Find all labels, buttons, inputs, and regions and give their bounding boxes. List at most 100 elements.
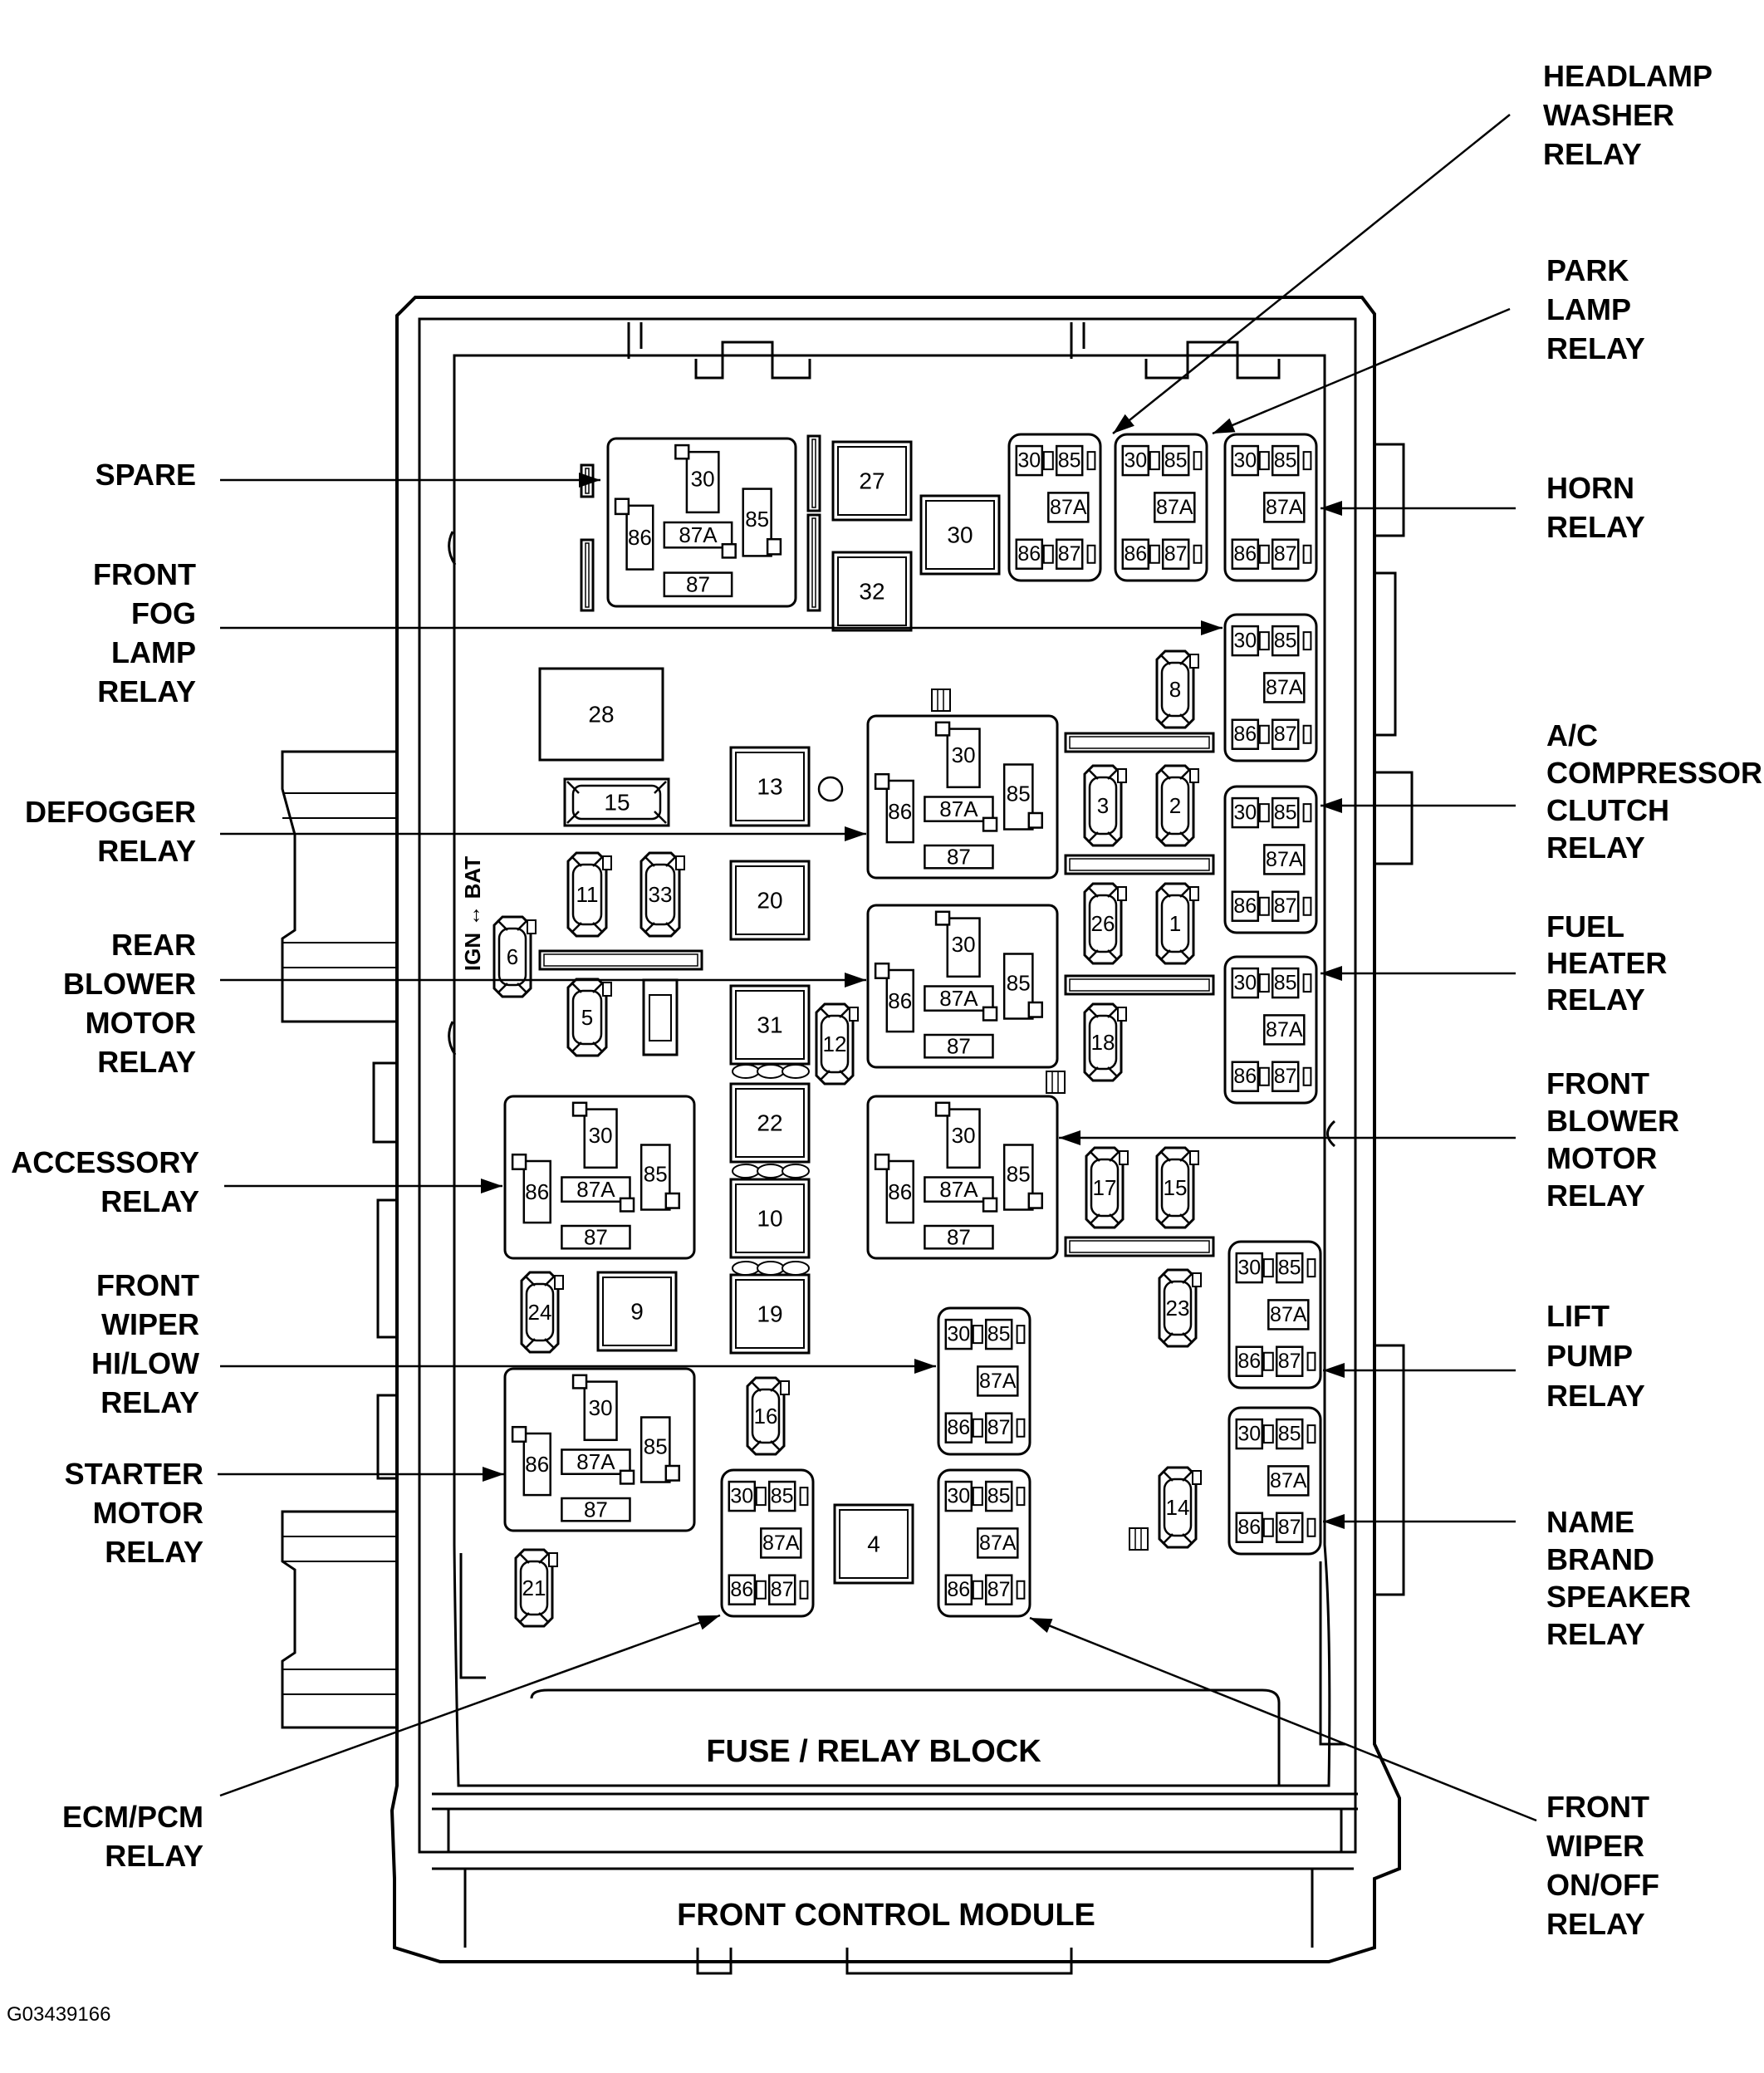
relay-terminal: 30 <box>947 1323 970 1346</box>
relay-terminal: 86 <box>1233 723 1257 746</box>
mini-fuse-15b[interactable]: 15 <box>1155 1146 1199 1229</box>
fuse-10[interactable]: 10 <box>729 1178 811 1259</box>
relay-terminal: 30 <box>1237 1423 1261 1446</box>
relay-terminal: 85 <box>1274 449 1297 473</box>
fuse-20[interactable]: 20 <box>729 860 811 941</box>
relay-terminal: 30 <box>947 1485 970 1508</box>
fuse-27[interactable]: 27 <box>831 440 913 522</box>
fuse-22[interactable]: 22 <box>729 1082 811 1164</box>
fuse-number: 2 <box>1169 793 1181 818</box>
mini-fuse-12[interactable]: 12 <box>815 1002 859 1086</box>
relay-terminal: 87A <box>762 1531 800 1555</box>
callout-label: CLUTCH <box>1546 793 1669 827</box>
mini-fuse-16[interactable]: 16 <box>746 1376 790 1456</box>
outer-housing <box>390 296 1401 1963</box>
callout-label: RELAY <box>97 834 196 868</box>
callout-label: RELAY <box>1546 510 1645 544</box>
mini-fuse-23[interactable]: 23 <box>1158 1268 1202 1348</box>
fuse-30[interactable]: 30 <box>919 494 1001 576</box>
mini-fuse-1[interactable]: 1 <box>1155 882 1199 965</box>
mini-fuse-11[interactable]: 11 <box>566 851 612 938</box>
relay-terminal: 87 <box>584 1497 608 1522</box>
mini-fuse-3[interactable]: 3 <box>1083 764 1127 847</box>
fuse-number: 26 <box>1091 911 1115 936</box>
mini-fuse-17[interactable]: 17 <box>1085 1146 1129 1229</box>
fuse-32[interactable]: 32 <box>831 551 913 632</box>
fuse-28[interactable]: 28 <box>538 667 664 762</box>
mini-fuse-24[interactable]: 24 <box>520 1271 564 1354</box>
mini-fuse-6[interactable]: 6 <box>492 915 537 998</box>
relay-terminal: 85 <box>1278 1423 1301 1446</box>
fuse-19[interactable]: 19 <box>729 1273 811 1355</box>
mini-fuse-5[interactable]: 5 <box>566 978 612 1057</box>
arrowhead <box>1030 1618 1053 1634</box>
relay-terminal: 30 <box>730 1485 753 1508</box>
figure-id: G03439166 <box>7 2003 110 2026</box>
relay-terminal: 87A <box>1266 496 1303 519</box>
fuse-31[interactable]: 31 <box>729 984 811 1066</box>
mini-fuse-21[interactable]: 21 <box>514 1548 558 1628</box>
fuse-15[interactable]: 15 <box>563 777 670 827</box>
mini-fuse-26[interactable]: 26 <box>1083 882 1127 965</box>
callout-label: RELAY <box>105 1839 203 1873</box>
arrowhead <box>579 473 600 488</box>
callout-label: HI/LOW <box>91 1346 199 1380</box>
mini-fuse-14[interactable]: 14 <box>1158 1466 1202 1549</box>
relay-terminal: 86 <box>628 525 652 550</box>
callout-label: HORN <box>1546 471 1634 505</box>
relay-terminal: 85 <box>1274 801 1297 825</box>
fuse-4[interactable]: 4 <box>833 1503 914 1585</box>
fuse-9[interactable]: 9 <box>596 1271 678 1352</box>
fuse-number: 30 <box>947 522 973 548</box>
callout-label: RELAY <box>1546 831 1645 865</box>
top-latch-left <box>694 341 811 380</box>
mini-fuse-8[interactable]: 8 <box>1155 649 1199 729</box>
mini-fuse-2[interactable]: 2 <box>1155 764 1199 847</box>
fuse-13[interactable]: 13 <box>729 746 811 827</box>
relay-terminal: 85 <box>987 1323 1011 1346</box>
arrowhead <box>845 826 866 841</box>
fuse-number: 15 <box>604 790 630 816</box>
relay-terminal: 30 <box>1233 449 1257 473</box>
fuse-number: 4 <box>867 1531 880 1557</box>
relay-terminal: 87A <box>1270 1303 1307 1326</box>
arrowhead <box>1323 1363 1345 1378</box>
relay-terminal: 87A <box>979 1370 1017 1393</box>
callout-label: FUEL <box>1546 909 1624 943</box>
relay-terminal: 30 <box>952 1123 976 1148</box>
arrowhead <box>914 1359 936 1374</box>
mini-fuse-33[interactable]: 33 <box>639 851 685 938</box>
relay-terminal: 87 <box>947 845 971 870</box>
block-label-area <box>530 1688 1281 1786</box>
fuse-number: 17 <box>1093 1175 1117 1200</box>
relay-terminal: 86 <box>1233 542 1257 566</box>
relay-terminal: 85 <box>644 1434 668 1459</box>
spare-callout: SPARE <box>96 458 600 492</box>
mini-fuse-18[interactable]: 18 <box>1083 1002 1127 1082</box>
relay-terminal: 87 <box>987 1578 1011 1601</box>
relay-terminal: 86 <box>525 1179 549 1204</box>
callout-label: ECM/PCM <box>62 1800 203 1834</box>
